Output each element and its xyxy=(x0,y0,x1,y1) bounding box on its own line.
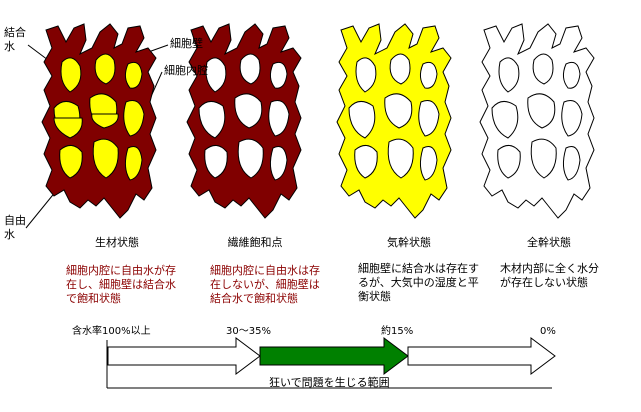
cell-lumen-shape xyxy=(491,101,519,139)
state-desc-green: 細胞内腔に自由水が存在し、細胞壁は結合水で飽和状態 xyxy=(66,264,176,305)
state-desc-air-dry: 細胞壁に結合水は存在するが、大気中の湿度と平衡状態 xyxy=(358,262,479,303)
cell-lumen-shape xyxy=(234,93,263,129)
cell-air-dry xyxy=(336,23,452,219)
cell-lumen-shape xyxy=(532,53,554,85)
cell-lumen-shape xyxy=(354,145,378,179)
warp-range-label: 狂いで問題を生じる範囲 xyxy=(269,376,390,389)
cell-lumen-shape xyxy=(94,53,116,85)
cell-green xyxy=(41,23,157,219)
cell-lumen-shape xyxy=(205,57,227,93)
cell-lumen-shape xyxy=(60,57,82,93)
cell-lumen-shape xyxy=(561,100,583,137)
arrow-air-dry-to-oven-dry xyxy=(407,337,556,375)
cell-lumen-shape xyxy=(562,61,581,89)
bound-water-label: 結合 水 xyxy=(4,26,26,53)
cell-lumen-shape xyxy=(198,101,226,139)
cell-wall-label: 細胞壁 xyxy=(170,37,203,50)
cell-lumen-shape xyxy=(124,61,143,89)
arrow-fsp-to-air-dry xyxy=(259,337,409,375)
cell-lumen-shape xyxy=(530,138,557,179)
cell-lumen-shape xyxy=(269,146,288,181)
cell-lumen-shape xyxy=(562,146,581,181)
moisture-label-100: 含水率100%以上 xyxy=(72,326,151,337)
free-water-shape xyxy=(91,113,119,129)
state-title-green: 生材状態 xyxy=(95,236,139,249)
cell-lumen-shape xyxy=(269,61,288,89)
moisture-label-15: 約15% xyxy=(381,326,414,337)
state-title-oven-dry: 全幹状態 xyxy=(527,236,571,249)
moisture-label-0: 0% xyxy=(540,326,556,337)
cell-lumen-shape xyxy=(419,146,438,181)
cell-lumen-shape xyxy=(384,93,413,129)
cell-lumen-shape xyxy=(527,93,556,129)
cell-lumen-shape xyxy=(389,53,411,85)
cell-fsp xyxy=(186,23,302,219)
cell-oven-dry xyxy=(479,23,595,219)
cell-lumen-shape xyxy=(237,138,264,179)
cell-lumen-shape xyxy=(497,145,521,179)
cell-lumen-shape xyxy=(123,100,145,137)
cell-lumen-shape xyxy=(387,138,414,179)
free-water-label: 自由 水 xyxy=(4,214,26,241)
cell-lumen-shape xyxy=(419,61,438,89)
state-desc-fsp: 細胞内腔に自由水は存在しないが、細胞壁は結合水で飽和状態 xyxy=(210,264,320,305)
moisture-label-30-35: 30～35% xyxy=(226,326,271,337)
cell-lumen-shape xyxy=(92,138,119,179)
cell-lumen-shape xyxy=(59,145,83,179)
cell-lumen-shape xyxy=(498,57,520,93)
cell-lumen-shape xyxy=(204,145,228,179)
arrow-green-to-fsp xyxy=(107,337,261,375)
free-water-shape xyxy=(53,117,83,139)
state-desc-oven-dry: 木材内部に全く水分が存在しない状態 xyxy=(500,262,599,289)
cell-lumen-shape xyxy=(355,57,377,93)
state-title-fsp: 繊維飽和点 xyxy=(227,236,283,249)
state-title-air-dry: 気幹状態 xyxy=(387,236,431,249)
cell-lumen-shape xyxy=(418,100,440,137)
cell-lumen-shape xyxy=(124,146,143,181)
cell-lumen-shape xyxy=(239,53,261,85)
cell-lumen-label: 細胞内腔 xyxy=(164,64,208,77)
cell-lumen-shape xyxy=(348,101,376,139)
cell-lumen-shape xyxy=(268,100,290,137)
